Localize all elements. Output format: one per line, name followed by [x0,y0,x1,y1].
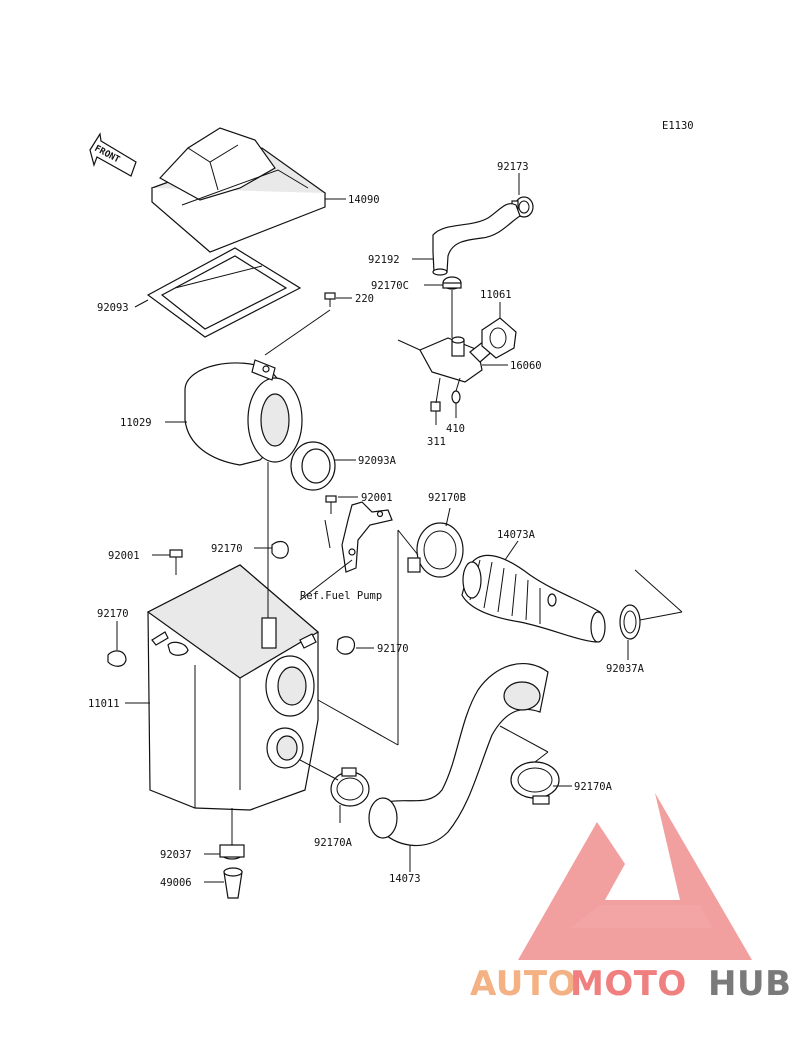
label-410: 410 [446,423,465,435]
label-16060: 16060 [510,360,542,372]
part-clip-92170-right [336,636,356,655]
label-92170-center: 92170 [211,543,243,555]
part-bolt-92001-upper [325,495,337,514]
watermark-logo [518,793,752,960]
part-bracket [341,501,393,573]
part-filter-11029 [184,359,303,466]
label-311: 311 [427,436,446,448]
label-92170A-lower: 92170A [314,837,353,849]
ref-note: Ref.Fuel Pump [300,590,382,602]
label-92192: 92192 [368,254,400,266]
label-92093: 92093 [97,302,129,314]
label-92093A: 92093A [358,455,397,467]
part-clamp-92170B [407,522,464,578]
part-body-16060 [397,336,497,383]
label-92170-left: 92170 [97,608,129,620]
label-92170-right: 92170 [377,643,409,655]
label-92001-upper: 92001 [361,492,393,504]
label-92037A: 92037A [606,663,645,675]
label-11011: 11011 [88,698,120,710]
label-14073A: 14073A [497,529,536,541]
part-hose-92192 [432,203,521,276]
part-boot-14073A [461,554,606,643]
label-11061: 11061 [480,289,512,301]
watermark-auto: AUTO [470,964,577,1004]
label-11029: 11029 [120,417,152,429]
logo-triangle [518,793,752,960]
label-92173: 92173 [497,161,529,173]
label-14073: 14073 [389,873,421,885]
label-220: 220 [355,293,374,305]
watermark-text: AUTO MOTO HUB [470,964,791,1004]
part-tube-49006 [223,867,243,899]
part-case-11011 [146,564,320,811]
part-seal-92093A [290,441,336,491]
label-92170C: 92170C [371,280,409,292]
part-cover-14090 [150,127,327,253]
part-clamp-92037A [619,604,641,640]
part-washer-410 [451,390,461,404]
logo-inner [570,905,712,928]
part-bolt-220 [324,292,336,307]
diagram-code: E1130 [662,120,694,132]
watermark-moto: MOTO [570,964,687,1004]
part-clip-92170-left [107,650,127,667]
label-49006: 49006 [160,877,192,889]
part-nut-311 [430,401,441,412]
label-92170B: 92170B [428,492,466,504]
label-92001-left: 92001 [108,550,140,562]
label-92170A-right: 92170A [574,781,613,793]
label-92037: 92037 [160,849,192,861]
part-clip-92170-center [271,540,289,559]
front-arrow: FRONT [89,132,137,177]
part-clamp-92170A-right [510,761,560,805]
part-gasket-92093 [146,247,302,338]
part-clip-92170C [442,276,462,290]
part-clamp-92037 [219,844,245,860]
watermark-hub: HUB [708,964,791,1004]
label-14090: 14090 [348,194,380,206]
part-duct-14073 [368,663,549,847]
part-clamp-92170A-lower [330,767,370,807]
part-bolt-92001-left [169,549,183,575]
